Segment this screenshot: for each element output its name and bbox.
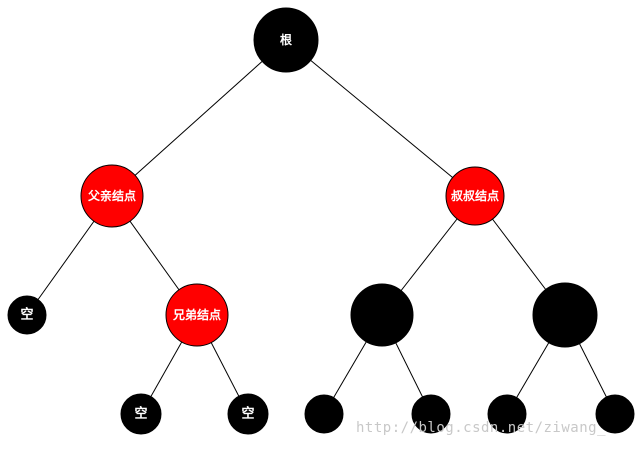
uncle-right-right-node-circle [595,394,635,434]
root-node: 根 [253,7,319,73]
root-node-circle [253,7,319,73]
sibling-right-empty-node: 空 [227,393,269,435]
edge-root-parent [111,39,287,197]
uncle-node: 叔叔结点 [445,166,505,226]
sibling-node-circle [165,283,229,347]
uncle-right-right-node [595,394,635,434]
uncle-node-label: 叔叔结点 [451,188,499,203]
uncle-node-circle [445,166,505,226]
uncle-left-node-circle [350,283,414,347]
nodes: 根 父亲结点 叔叔结点 空 兄弟结点 [7,7,635,435]
parent-node-label: 父亲结点 [87,188,136,203]
sibling-node-label: 兄弟结点 [172,307,221,322]
sibling-left-empty-node: 空 [120,393,162,435]
uncle-left-right-node-circle [411,394,451,434]
uncle-left-right-node [411,394,451,434]
uncle-left-left-node [304,394,344,434]
sibling-node: 兄弟结点 [165,283,229,347]
sibling-left-empty-node-label: 空 [134,406,147,422]
left-empty-node-label: 空 [20,307,33,323]
parent-node: 父亲结点 [80,164,144,228]
uncle-right-node [532,282,598,348]
root-node-label: 根 [280,32,292,47]
parent-node-circle [80,164,144,228]
edge-root-uncle [285,39,476,197]
uncle-right-left-node [487,394,527,434]
left-empty-node-circle [7,295,47,335]
watermark: http://blog.csdn.net/ziwang_ [356,420,607,436]
sibling-right-empty-node-label: 空 [241,406,254,422]
uncle-right-node-circle [532,282,598,348]
uncle-right-left-node-circle [487,394,527,434]
left-empty-node: 空 [7,295,47,335]
uncle-left-node [350,283,414,347]
sibling-right-empty-node-circle [227,393,269,435]
sibling-left-empty-node-circle [120,393,162,435]
uncle-left-left-node-circle [304,394,344,434]
